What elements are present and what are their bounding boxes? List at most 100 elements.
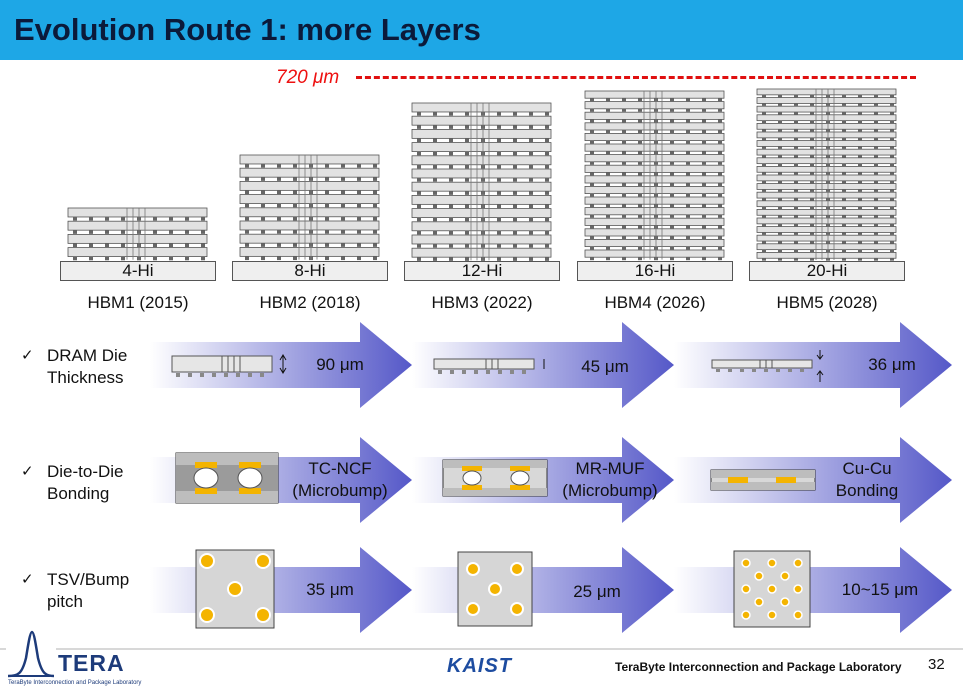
microbump (858, 258, 862, 261)
microbump (545, 111, 549, 116)
dram-die-layer (756, 123, 897, 130)
microbump (638, 172, 642, 176)
page-number: 32 (928, 656, 945, 673)
microbump (105, 243, 109, 248)
check-icon: ✓ (21, 463, 34, 480)
bonding-value-1: TC-NCF(Microbump) (280, 458, 400, 502)
microbump (529, 230, 533, 235)
microbump (590, 225, 594, 229)
microbump (874, 120, 878, 124)
microbump (842, 129, 846, 132)
microbump (810, 223, 814, 227)
dram-die-layer (584, 239, 725, 248)
microbump (529, 124, 533, 129)
microbump (545, 217, 549, 221)
microbump (762, 120, 766, 124)
tera-logo-subtitle: TeraByte Interconnection and Package Lab… (8, 680, 142, 686)
microbump (686, 193, 690, 197)
row-label-line: pitch (47, 592, 83, 611)
microbump (606, 225, 610, 229)
microbump (622, 236, 626, 240)
dram-die-layer (756, 226, 897, 233)
microbump (606, 140, 610, 144)
microbump (718, 246, 722, 250)
dram-die-layer (411, 220, 552, 231)
microbump (417, 230, 421, 235)
microbump (497, 151, 501, 155)
die-stack-16-hi (584, 90, 725, 261)
microbump (590, 193, 594, 197)
microbump (794, 249, 798, 253)
check-icon: ✓ (21, 347, 34, 364)
microbump (89, 217, 93, 221)
microbump (373, 230, 377, 235)
microbump (794, 206, 798, 210)
microbump (261, 190, 265, 195)
microbump (465, 177, 469, 182)
generation-hbm2: HBM2 (2018) (259, 293, 361, 312)
microbump (874, 129, 878, 132)
microbump (73, 217, 77, 221)
dram-die-layer (756, 97, 897, 104)
microbump (325, 256, 329, 261)
microbump (590, 236, 594, 240)
microbump (417, 137, 421, 142)
microbump (373, 203, 377, 208)
microbump (794, 137, 798, 141)
microbump (417, 164, 421, 169)
microbump (858, 215, 862, 218)
microbump (890, 241, 894, 244)
microbump (718, 215, 722, 219)
microbump (417, 203, 421, 208)
microbump (606, 130, 610, 134)
microbump (606, 246, 610, 250)
microbump (638, 119, 642, 123)
microbump (670, 130, 674, 134)
row-label-bonding: ✓ Die-to-Die Bonding (21, 461, 124, 505)
microbump (341, 203, 345, 208)
dram-die-layer (411, 115, 552, 126)
microbump (718, 204, 722, 208)
microbump (245, 243, 249, 248)
dram-die-layer (584, 228, 725, 237)
mr-muf-bonding-icon (442, 459, 548, 497)
microbump (778, 112, 782, 115)
dram-die-layer (756, 209, 897, 216)
microbump (497, 230, 501, 235)
microbump (325, 243, 329, 248)
microbump (277, 177, 281, 182)
dram-die-layer (584, 133, 725, 142)
dram-die-layer (411, 247, 552, 258)
dram-die-layer (756, 88, 897, 96)
microbump (858, 249, 862, 253)
microbump (293, 203, 297, 208)
microbump (890, 129, 894, 132)
microbump (622, 162, 626, 166)
dram-die-layer (584, 122, 725, 131)
microbump (357, 203, 361, 208)
microbump (638, 246, 642, 250)
microbump (449, 230, 453, 235)
microbump (874, 189, 878, 192)
microbump (874, 146, 878, 149)
microbump (590, 140, 594, 144)
microbump (762, 172, 766, 175)
microbump (794, 258, 798, 261)
microbump (842, 249, 846, 253)
microbump (794, 129, 798, 132)
microbump (718, 236, 722, 240)
microbump (433, 151, 437, 155)
microbump (433, 137, 437, 142)
microbump (794, 120, 798, 124)
microbump (810, 180, 814, 184)
microbump (890, 232, 894, 235)
microbump (718, 257, 722, 261)
microbump (606, 98, 610, 102)
die-thickness-36-icon (711, 350, 824, 382)
microbump (449, 151, 453, 155)
microbump (357, 190, 361, 195)
microbump (497, 256, 501, 261)
microbump (794, 155, 798, 158)
microbump (858, 120, 862, 124)
microbump (465, 243, 469, 248)
